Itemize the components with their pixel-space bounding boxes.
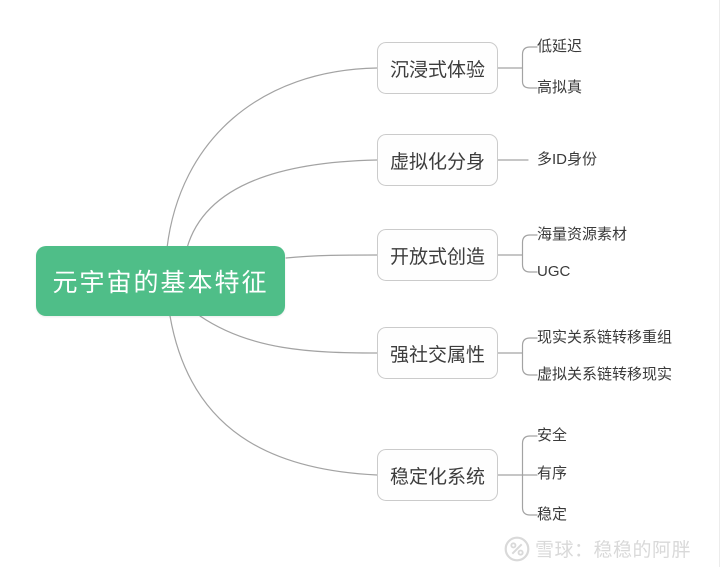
leaf-safe[interactable]: 安全 (537, 427, 568, 444)
bracket-stable (497, 435, 538, 516)
branch-leaf-brackets (497, 46, 538, 516)
bracket-immersive (497, 46, 538, 89)
leaf-multi-id-identity[interactable]: 多ID身份 (537, 151, 598, 168)
root-branch-curves (166, 67, 378, 476)
leaf-virtual-relationship-transfer[interactable]: 虚拟关系链转移现实 (537, 366, 673, 383)
branch-node-stable-system[interactable]: 稳定化系统 (377, 449, 498, 501)
leaf-orderly[interactable]: 有序 (537, 465, 568, 482)
leaf-ugc[interactable]: UGC (537, 263, 571, 280)
leaf-low-latency[interactable]: 低延迟 (537, 38, 583, 55)
branch-node-open-creation[interactable]: 开放式创造 (377, 229, 498, 281)
curve-root-to-social (199, 315, 378, 354)
curve-root-to-creation (285, 254, 378, 259)
curve-root-to-immersive (166, 67, 378, 249)
bracket-creation (497, 234, 538, 273)
curve-root-to-avatar (186, 159, 378, 249)
leaf-high-fidelity[interactable]: 高拟真 (537, 79, 583, 96)
leaf-real-relationship-transfer[interactable]: 现实关系链转移重组 (537, 329, 673, 346)
leaf-stable[interactable]: 稳定 (537, 506, 568, 523)
watermark: 雪球：稳稳的阿胖 (504, 535, 691, 562)
curve-root-to-stable (169, 315, 378, 476)
watermark-text: 雪球：稳稳的阿胖 (535, 540, 692, 561)
xueqiu-logo-icon (504, 536, 530, 562)
root-node-metaverse-features[interactable]: 元宇宙的基本特征 (36, 246, 285, 316)
branch-node-immersive-experience[interactable]: 沉浸式体验 (377, 42, 498, 94)
bracket-social (497, 337, 538, 376)
branch-node-social-attribute[interactable]: 强社交属性 (377, 327, 498, 379)
leaf-massive-resources[interactable]: 海量资源素材 (537, 226, 628, 243)
branch-node-virtual-avatar[interactable]: 虚拟化分身 (377, 134, 498, 186)
